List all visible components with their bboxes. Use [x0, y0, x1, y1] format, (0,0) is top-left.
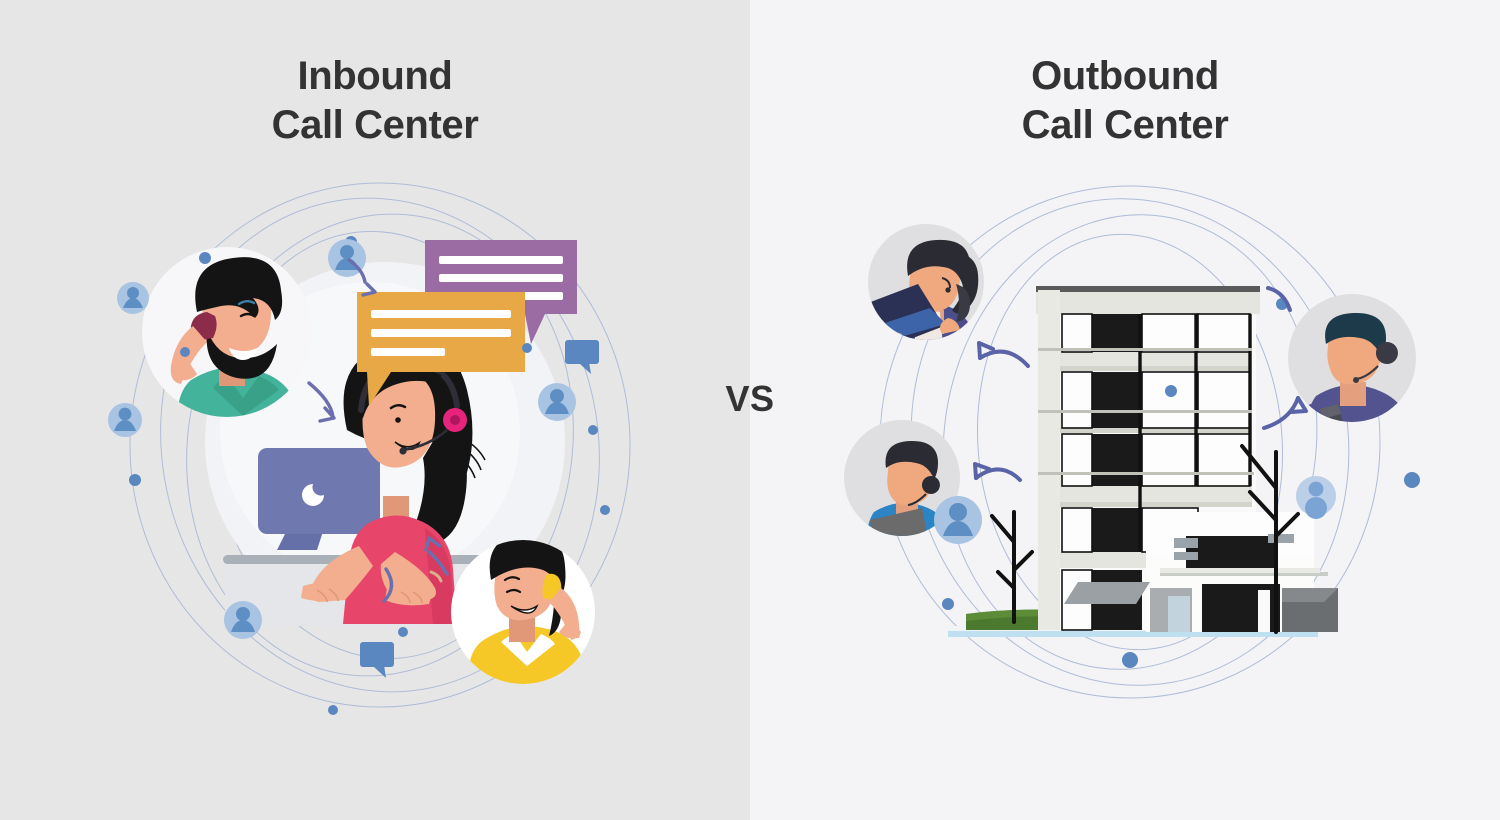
bare-tree [990, 510, 1034, 624]
avatar-badge-icon [224, 601, 262, 639]
outbound-call-center-illustration [830, 185, 1430, 700]
chat-bubble-icon [565, 340, 599, 374]
avatar-badge-icon [538, 383, 576, 421]
orbit-dots [129, 236, 610, 715]
street-pole [1240, 444, 1300, 634]
avatar-badges [934, 476, 1336, 544]
agent-man-with-folders [844, 420, 960, 536]
inbound-panel: Inbound Call Center [0, 0, 750, 820]
avatar-badge-icon [108, 403, 142, 437]
outbound-title: Outbound Call Center [1021, 54, 1229, 147]
flow-arrows [307, 258, 449, 603]
inbound-call-center-illustration [95, 180, 665, 715]
ground-line [948, 630, 1318, 637]
avatar-badge-icon [934, 496, 982, 544]
avatar-badge-icon [117, 282, 149, 314]
avatar-badge-icon [1296, 476, 1336, 519]
flow-arrows [973, 286, 1308, 482]
inbound-title: Inbound Call Center [271, 54, 479, 147]
office-building [990, 286, 1338, 634]
bearded-man-on-phone [142, 247, 312, 417]
woman-in-yellow-on-phone [451, 540, 595, 684]
orange-chat-bubble [357, 292, 525, 406]
computer-monitor [258, 448, 380, 550]
chat-icons [360, 340, 599, 678]
avatar-badges [108, 239, 576, 639]
vs-divider-label: VS [725, 378, 775, 419]
chat-bubble-icon [360, 642, 394, 678]
agent-woman-with-laptop [868, 224, 984, 340]
